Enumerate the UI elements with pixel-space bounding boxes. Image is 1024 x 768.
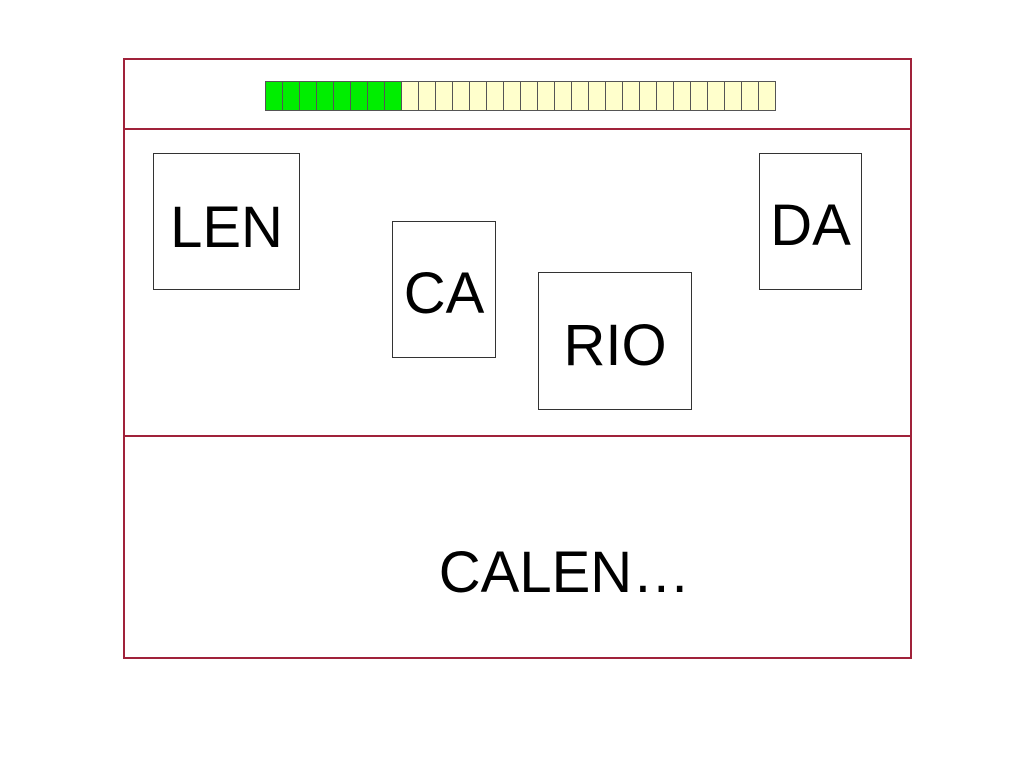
top-divider	[125, 128, 910, 130]
progress-segment-filled	[350, 81, 368, 111]
syllable-tile-ca[interactable]: CA	[392, 221, 496, 358]
progress-segment-filled	[384, 81, 402, 111]
game-frame: LEN CA RIO DA CALEN…	[123, 58, 912, 659]
progress-segment-filled	[367, 81, 385, 111]
progress-segment-empty	[690, 81, 708, 111]
syllable-tile-label: LEN	[170, 194, 283, 260]
progress-segment-empty	[486, 81, 504, 111]
syllable-tile-len[interactable]: LEN	[153, 153, 300, 290]
progress-segment-empty	[622, 81, 640, 111]
progress-segment-empty	[571, 81, 589, 111]
answer-text: CALEN…	[438, 540, 691, 605]
progress-segment-filled	[282, 81, 300, 111]
progress-segment-empty	[520, 81, 538, 111]
progress-segment-empty	[605, 81, 623, 111]
syllable-tile-label: DA	[770, 192, 851, 258]
progress-segment-empty	[758, 81, 776, 111]
progress-segment-empty	[741, 81, 759, 111]
progress-segment-empty	[452, 81, 470, 111]
answer-area: CALEN…	[125, 544, 910, 602]
progress-segment-filled	[299, 81, 317, 111]
progress-segment-filled	[316, 81, 334, 111]
progress-segment-empty	[639, 81, 657, 111]
syllable-tile-da[interactable]: DA	[759, 153, 862, 290]
progress-segment-empty	[537, 81, 555, 111]
progress-segment-empty	[401, 81, 419, 111]
progress-bar	[265, 81, 776, 111]
progress-segment-empty	[724, 81, 742, 111]
progress-segment-empty	[435, 81, 453, 111]
progress-segment-filled	[265, 81, 283, 111]
progress-segment-empty	[469, 81, 487, 111]
progress-segment-empty	[707, 81, 725, 111]
bottom-divider	[125, 435, 910, 437]
progress-segment-empty	[673, 81, 691, 111]
syllable-tile-label: RIO	[563, 313, 667, 378]
progress-segment-empty	[656, 81, 674, 111]
syllable-tile-rio[interactable]: RIO	[538, 272, 692, 410]
progress-segment-empty	[418, 81, 436, 111]
progress-segment-empty	[554, 81, 572, 111]
progress-segment-empty	[588, 81, 606, 111]
progress-segment-filled	[333, 81, 351, 111]
syllable-tile-label: CA	[403, 260, 485, 326]
progress-segment-empty	[503, 81, 521, 111]
